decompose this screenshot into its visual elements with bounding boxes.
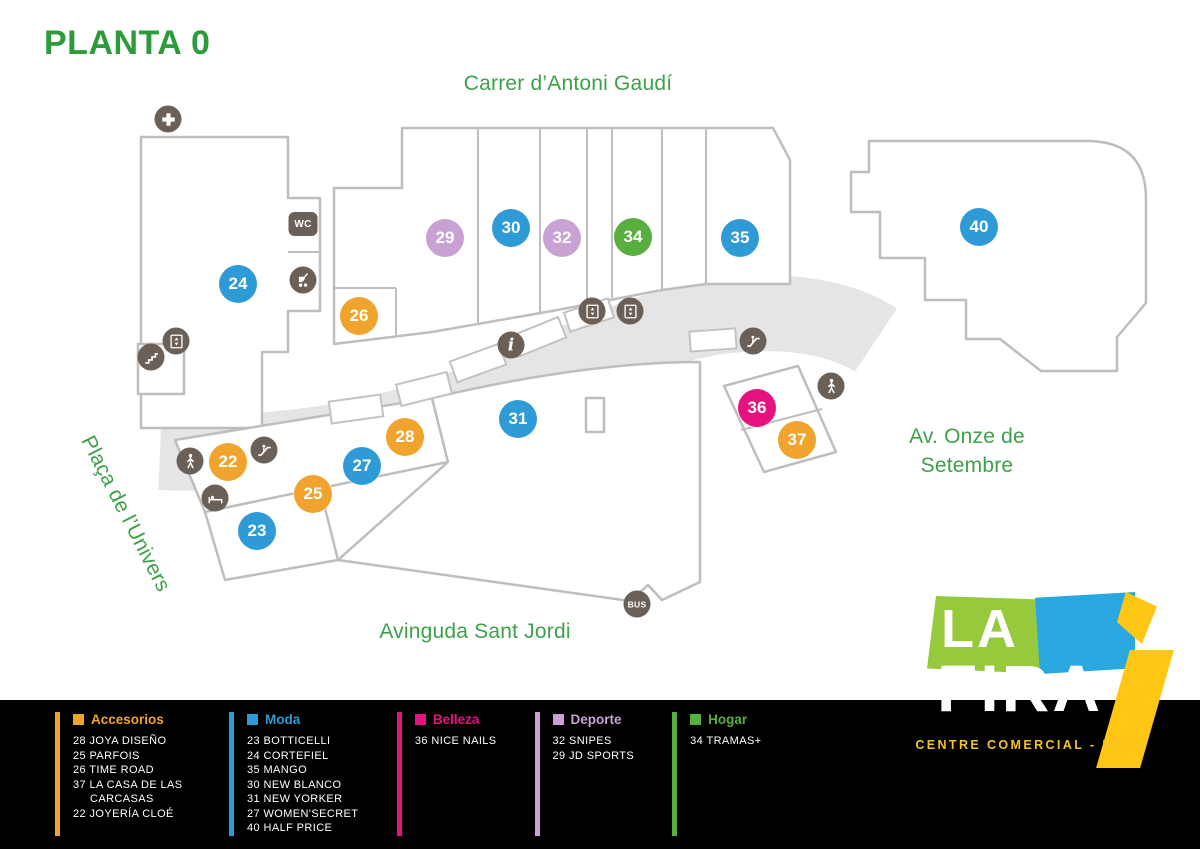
legend-item: 26 TIME ROAD — [73, 764, 155, 776]
bus-icon: BUS — [623, 590, 651, 618]
furniture-icon — [201, 484, 229, 512]
kiosk — [688, 327, 738, 353]
legend-item: 34 TRAMAS+ — [690, 735, 762, 747]
legend-item: 35 MANGO — [247, 764, 308, 776]
wc-icon-label: WC — [294, 218, 312, 230]
store-marker-23[interactable]: 23 — [238, 512, 276, 550]
legend-swatch-belleza — [414, 714, 426, 725]
legend-category-accesorios: Accesorios — [73, 712, 191, 727]
legend-item: 40 HALF PRICE — [247, 822, 333, 834]
divider-walls — [288, 128, 823, 431]
block-obstacle — [584, 396, 606, 434]
pedestrian-icon — [817, 372, 845, 400]
elevator-icon — [616, 297, 644, 325]
legend-item: 37 LA CASA DE LAS CARCASAS — [73, 778, 183, 806]
store-marker-40[interactable]: 40 — [960, 208, 998, 246]
store-marker-28[interactable]: 28 — [386, 418, 424, 456]
legend-item: 36 NICE NAILS — [414, 735, 497, 747]
legend-category-label: Accesorios — [91, 712, 164, 727]
stairs-icon — [137, 343, 165, 371]
store-marker-27[interactable]: 27 — [343, 447, 381, 485]
legend-item: 27 WOMEN'SECRET — [247, 807, 359, 820]
legend-category-label: Moda — [265, 712, 301, 727]
legend-column-moda: Moda 23 BOTTICELLI 24 CORTEFIEL 35 MANGO 30 … — [229, 712, 359, 836]
logo-blue-shape — [1035, 592, 1135, 674]
store-marker-29[interactable]: 29 — [426, 219, 464, 257]
pedestrian-icon — [176, 447, 204, 475]
legend-item: 32 SNIPES — [552, 735, 612, 747]
legend-swatch-accesorios — [73, 714, 84, 725]
legend-category-deporte: Deporte — [552, 712, 635, 727]
legend-item: 24 CORTEFIEL — [247, 749, 329, 762]
legend-category-label: Belleza — [432, 712, 480, 727]
bus-icon-label: BUS — [627, 599, 647, 609]
street-label-avinguda-sant-jordi: Avinguda Sant Jordi — [379, 620, 571, 643]
legend-column-accesorios: Accesorios 28 JOYA DISEÑO 25 PARFOIS 26 TIM… — [55, 712, 191, 836]
store-marker-35[interactable]: 35 — [721, 219, 759, 257]
logo-tagline: CENTRE COMERCIAL - REUS — [915, 738, 1147, 752]
legend-item: 30 NEW BLANCO — [247, 778, 342, 791]
elevator-icon — [578, 297, 606, 325]
legend-item: 22 JOYERÍA CLOÉ — [73, 807, 174, 820]
legend-category-moda: Moda — [247, 712, 359, 727]
logo-text-la: LA — [941, 599, 1019, 659]
street-label-carrer-antoni-gaudi: Carrer d’Antoni Gaudí — [463, 72, 673, 95]
wc-icon: WC — [288, 212, 318, 236]
block-bottom-middle — [336, 360, 702, 603]
logo-text-fira: FIRA — [937, 651, 1103, 725]
store-marker-34[interactable]: 34 — [614, 218, 652, 256]
legend-category-label: Hogar — [708, 712, 748, 727]
legend-category-belleza: Belleza — [414, 712, 497, 727]
logo-green-shape — [927, 596, 1055, 674]
store-marker-22[interactable]: 22 — [209, 443, 247, 481]
page-title: PLANTA 0 — [44, 24, 211, 62]
store-marker-30[interactable]: 30 — [492, 209, 530, 247]
street-label-onze-setembre: Av. Onze de Setembre — [909, 425, 1025, 477]
block-top-right — [849, 139, 1148, 373]
elevator-icon — [162, 327, 190, 355]
legend-band: Accesorios 28 JOYA DISEÑO 25 PARFOIS 26 TIM… — [0, 700, 1200, 849]
legend-category-hogar: Hogar — [690, 712, 762, 727]
legend-column-deporte: Deporte 32 SNIPES 29 JD SPORTS — [534, 712, 635, 836]
legend-category-label: Deporte — [570, 712, 622, 727]
store-marker-26[interactable]: 26 — [340, 297, 378, 335]
legend-column-belleza: Belleza 36 NICE NAILS — [396, 712, 497, 836]
store-marker-25[interactable]: 25 — [294, 475, 332, 513]
la-fira-logo: LA FIRA CENTRE COMERCIAL - REUS — [915, 592, 1174, 768]
escalator-icon — [739, 327, 767, 355]
info-icon-label: i — [507, 335, 515, 355]
info-icon: i — [497, 331, 525, 359]
escalator-icon — [250, 436, 278, 464]
legend-item: 25 PARFOIS — [73, 749, 140, 762]
kiosk — [327, 393, 385, 425]
store-marker-31[interactable]: 31 — [499, 400, 537, 438]
store-marker-37[interactable]: 37 — [778, 421, 816, 459]
legend-swatch-hogar — [690, 714, 702, 725]
medical-cross-icon — [154, 105, 182, 133]
legend-item: 28 JOYA DISEÑO — [73, 735, 167, 747]
legend: Accesorios 28 JOYA DISEÑO 25 PARFOIS 26 TIM… — [55, 712, 762, 836]
store-marker-32[interactable]: 32 — [543, 219, 581, 257]
legend-swatch-deporte — [552, 714, 564, 725]
legend-item: 31 NEW YORKER — [247, 793, 343, 805]
legend-item: 29 JD SPORTS — [552, 749, 635, 762]
legend-column-hogar: Hogar 34 TRAMAS+ — [672, 712, 762, 836]
legend-swatch-moda — [247, 714, 258, 725]
store-marker-36[interactable]: 36 — [738, 389, 776, 427]
kiosk — [394, 370, 454, 408]
store-marker-24[interactable]: 24 — [219, 265, 257, 303]
legend-item: 23 BOTTICELLI — [247, 735, 331, 747]
stroller-icon — [289, 266, 317, 294]
